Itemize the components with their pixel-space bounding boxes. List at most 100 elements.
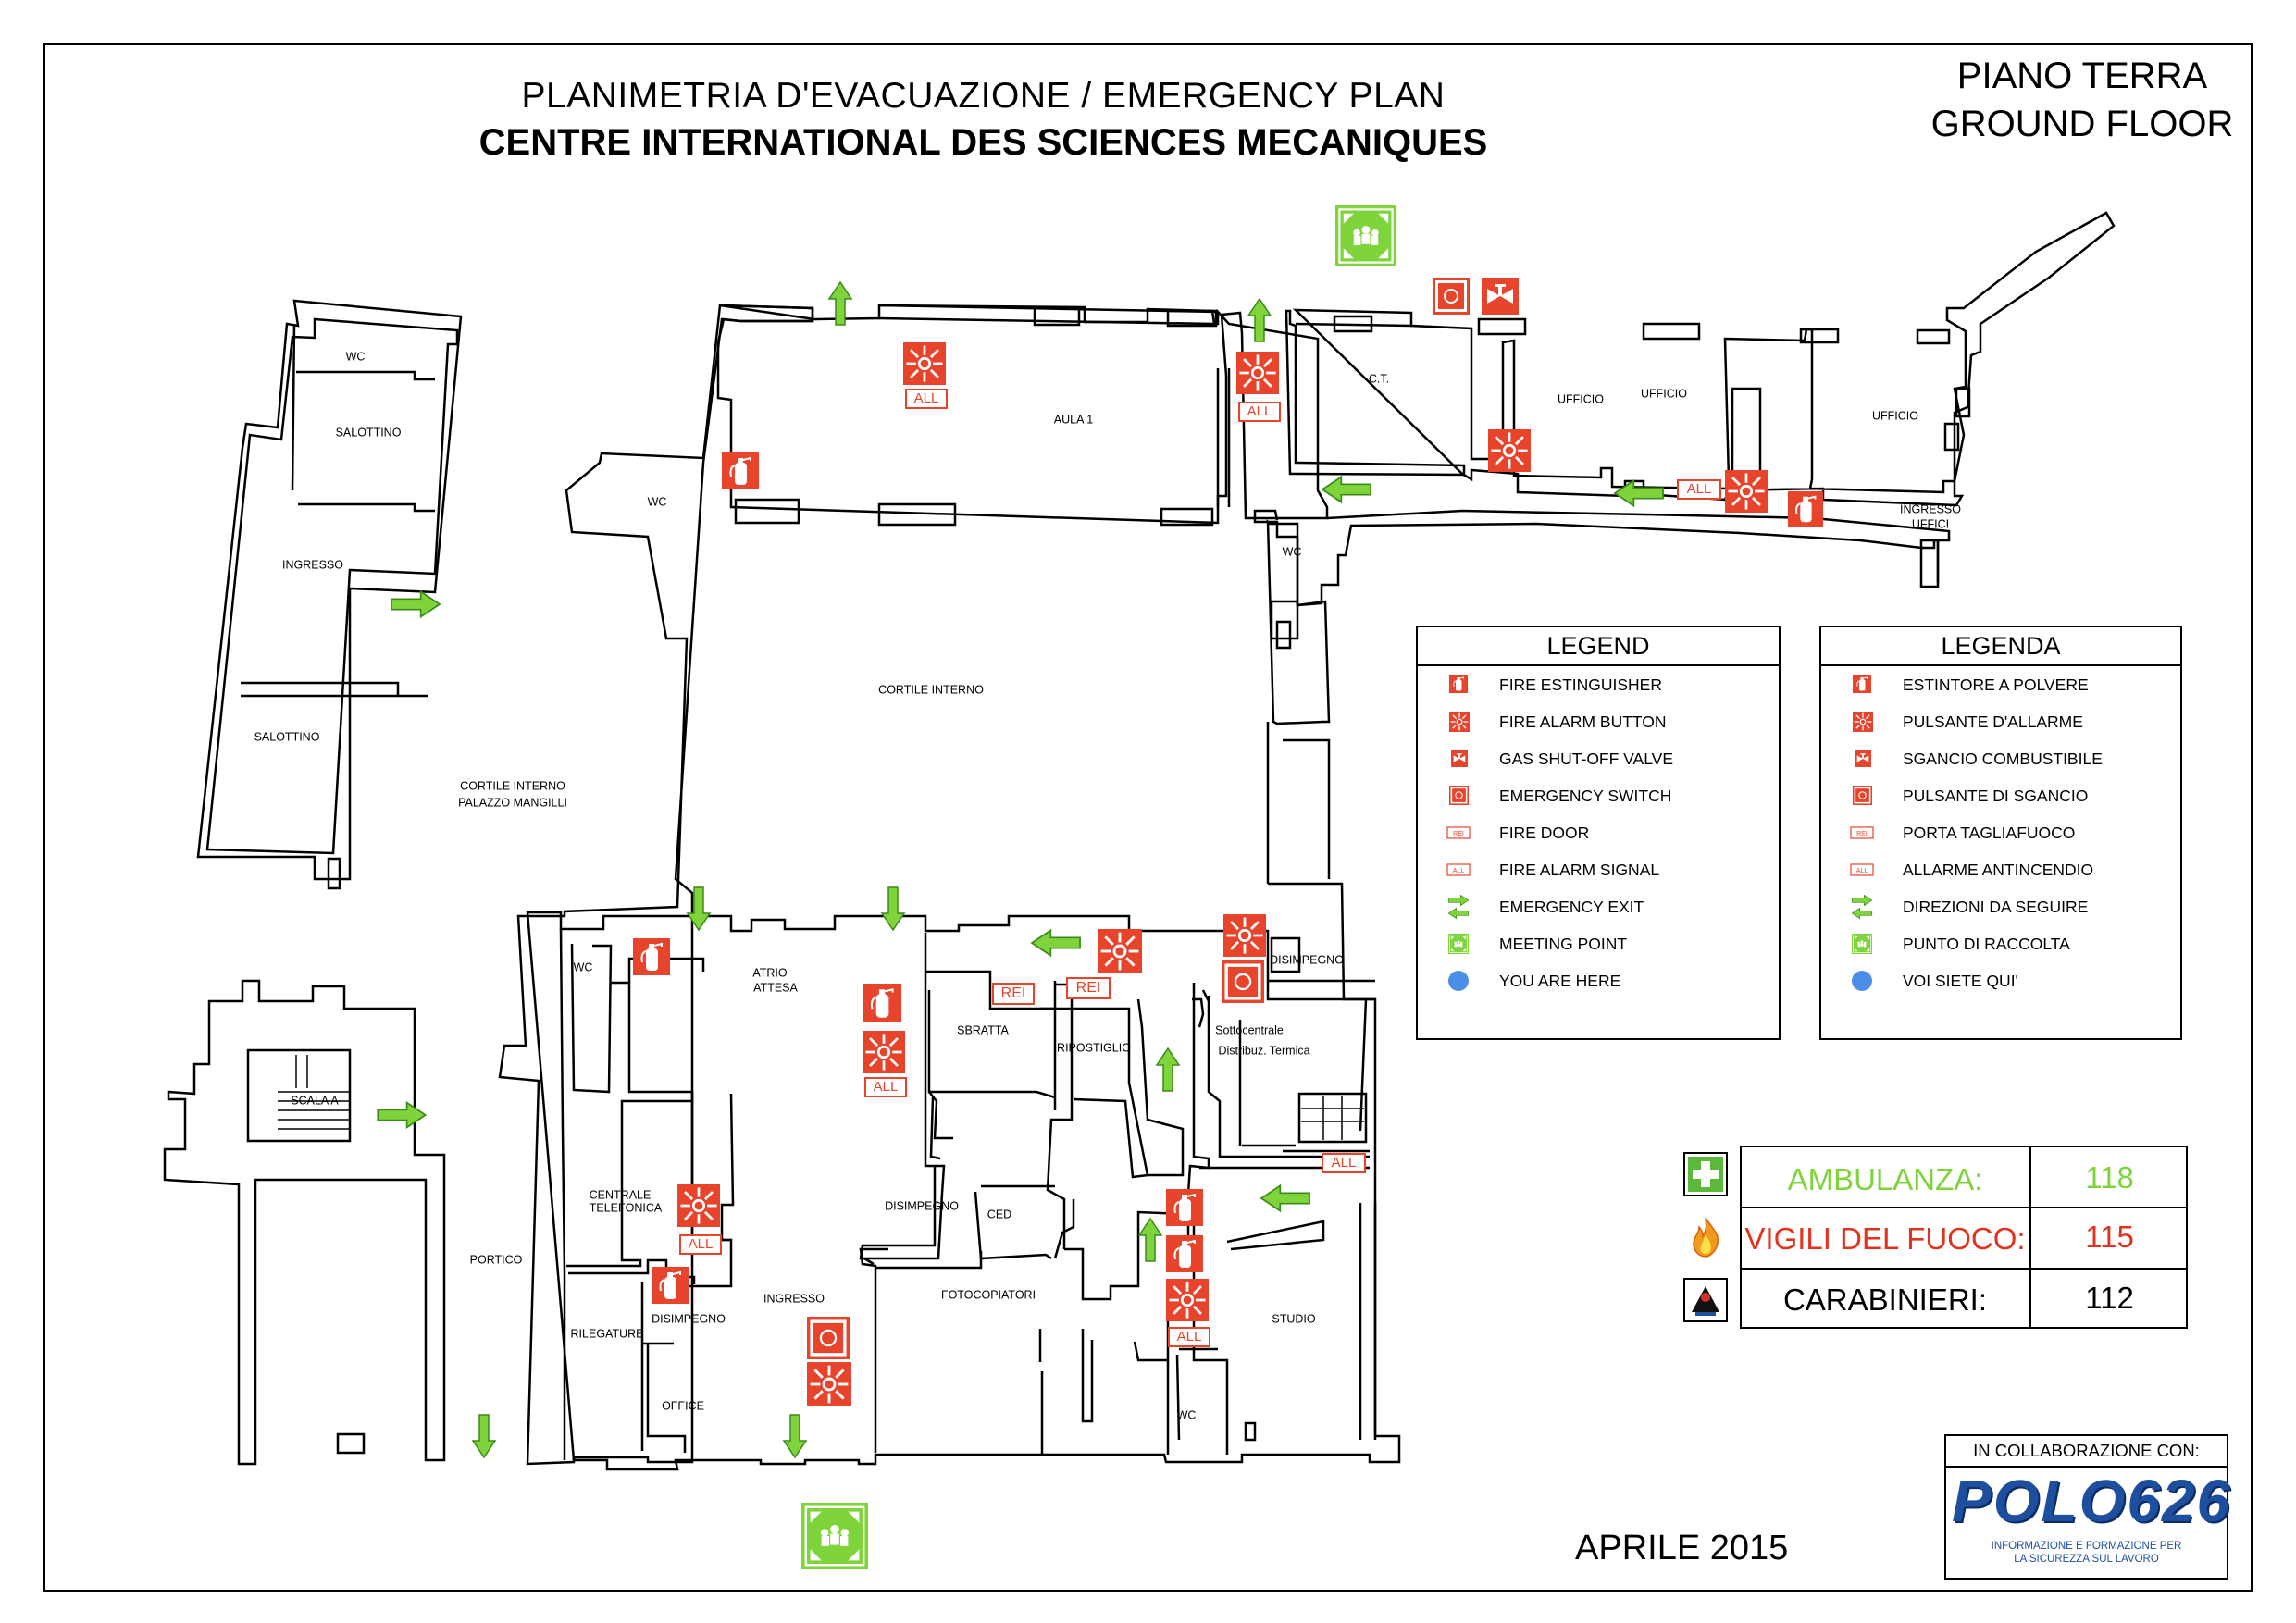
legend-label: PORTA TAGLIAFUOCO	[1903, 824, 2076, 842]
exit-arrow-down-icon	[472, 1414, 496, 1458]
emergency-switch-icon	[1222, 960, 1264, 1003]
room-centrale-2: TELEFONICA	[589, 1201, 663, 1215]
legend-row: FIRE ALARM BUTTON	[1418, 703, 1779, 740]
legend-label: ESTINTORE A POLVERE	[1903, 675, 2089, 694]
exit-arrow-up-icon	[828, 281, 852, 326]
ambulance-number: 118	[2085, 1160, 2134, 1195]
room-ct: C.T.	[1368, 372, 1390, 386]
you-are-here-icon	[1446, 968, 1471, 994]
fire-alarm-signal-label: ALL	[1168, 1327, 1210, 1347]
room-ufficio-3: UFFICIO	[1872, 409, 1918, 423]
room-portico: PORTICO	[469, 1253, 523, 1267]
sheet-border	[43, 43, 2253, 1592]
exit-arrow-right-icon	[377, 1101, 427, 1129]
alarm-button-icon	[807, 1362, 851, 1406]
extinguisher-icon	[1788, 490, 1823, 527]
legend-label: FIRE DOOR	[1499, 824, 1590, 842]
legend-label: PULSANTE D'ALLARME	[1903, 712, 2083, 731]
extinguisher-icon	[633, 937, 670, 976]
plan-title: PLANIMETRIA D'EVACUAZIONE / EMERGENCY PL…	[521, 76, 1446, 116]
extinguisher-icon	[722, 452, 759, 490]
room-ingresso-uffici-2: UFFICI	[1911, 517, 1950, 531]
alarm-button-icon	[1166, 1279, 1209, 1321]
flame-icon	[1693, 1217, 1719, 1258]
police-icon	[1683, 1278, 1728, 1322]
fire-alarm-signal-label: ALL	[864, 1077, 907, 1097]
room-ufficio-1: UFFICIO	[1558, 392, 1604, 406]
room-ripostiglio: RIPOSTIGLIO	[1057, 1041, 1131, 1055]
building-name: CENTRE INTERNATIONAL DES SCIENCES MECANI…	[478, 122, 1488, 163]
alarm-button-icon	[1488, 429, 1531, 472]
gas-valve-icon	[1446, 746, 1471, 772]
room-salottino-top: SALOTTINO	[335, 426, 402, 440]
extinguisher-icon	[652, 1266, 689, 1305]
floor-label-it: PIANO TERRA	[1956, 56, 2208, 96]
extinguisher-icon	[1166, 1188, 1203, 1227]
meeting-point-icon	[1446, 931, 1471, 957]
alarm-button-icon	[863, 1031, 905, 1073]
exit-arrow-left-icon	[1614, 479, 1664, 507]
floor-label-en: GROUND FLOOR	[1930, 104, 2234, 144]
exit-arrow-up-icon	[1247, 298, 1272, 342]
exit-arrow-down-icon	[881, 886, 905, 931]
fire-brigade-label: VIGILI DEL FUOCO:	[1744, 1221, 2026, 1256]
legend-row: MEETING POINT	[1418, 925, 1779, 962]
room-salottino-bottom: SALOTTINO	[254, 730, 320, 744]
fire-door-label: REI	[1066, 977, 1111, 999]
fire-door-label: REI	[992, 983, 1035, 1005]
legend-label: SGANCIO COMBUSTIBILE	[1903, 750, 2103, 768]
legend-en: LEGEND FIRE ESTINGUISHER FIRE ALARM BUTTO…	[1416, 626, 1781, 1040]
exit-arrows-icon	[1849, 894, 1875, 920]
legend-label: ALLARME ANTINCENDIO	[1903, 861, 2094, 879]
room-atrio-1: ATRIO	[752, 966, 788, 980]
room-centrale-1: CENTRALE	[589, 1188, 652, 1202]
extinguisher-icon	[863, 983, 901, 1023]
room-sottocentrale-2: Distribuz. Termica	[1218, 1044, 1310, 1058]
fire-door-icon: REI	[1849, 820, 1875, 846]
collaboration-box: IN COLLABORAZIONE CON: POLO626 INFORMAZI…	[1944, 1434, 2232, 1580]
legend-label: DIREZIONI DA SEGUIRE	[1903, 898, 2089, 916]
fire-alarm-signal-label: ALL	[905, 389, 948, 409]
legend-row: FIRE ESTINGUISHER	[1418, 666, 1779, 703]
legend-row: SGANCIO COMBUSTIBILE	[1821, 740, 2180, 777]
legend-row: PULSANTE DI SGANCIO	[1821, 777, 2180, 814]
alarm-button-icon	[1223, 914, 1266, 957]
svg-text:REI: REI	[1856, 831, 1868, 837]
legend-label: PUNTO DI RACCOLTA	[1903, 935, 2070, 953]
fire-alarm-signal-label: ALL	[1677, 479, 1721, 500]
emergency-numbers-table: AMBULANZA: 118 VIGILI DEL FUOCO: 115 CAR…	[1740, 1146, 2188, 1329]
wall-lower-building	[526, 911, 1401, 1471]
legend-label: FIRE ALARM BUTTON	[1499, 712, 1667, 731]
polo626-logo: POLO626	[1952, 1468, 2232, 1534]
carabinieri-label: CARABINIERI:	[1782, 1282, 1988, 1317]
ambulance-label: AMBULANZA:	[1787, 1162, 1983, 1196]
emergency-switch-icon	[1849, 783, 1875, 809]
room-ced: CED	[987, 1208, 1012, 1221]
room-wc-upper: WC	[647, 495, 667, 509]
logo-subtitle-1: INFORMAZIONE E FORMAZIONE PER	[1991, 1541, 2182, 1552]
legend-label: VOI SIETE QUI'	[1903, 972, 2018, 990]
legend-row: PUNTO DI RACCOLTA	[1821, 925, 2180, 962]
room-disimpegno-right: DISIMPEGNO	[1270, 953, 1344, 967]
room-sbratta: SBRATTA	[957, 1023, 1009, 1037]
extinguisher-icon	[1849, 672, 1875, 698]
alarm-button-icon	[903, 342, 946, 385]
exit-arrow-left-icon	[1031, 929, 1081, 957]
alarm-button-icon	[1098, 929, 1142, 973]
legend-row: REI PORTA TAGLIAFUOCO	[1821, 814, 2180, 851]
legend-en-title: LEGEND	[1418, 627, 1779, 666]
exit-arrow-right-icon	[391, 590, 441, 618]
room-scala-a: SCALA A	[291, 1094, 339, 1108]
svg-text:ALL: ALL	[1453, 868, 1465, 874]
emergency-switch-icon	[1446, 783, 1471, 809]
exit-arrow-left-icon	[1260, 1184, 1310, 1212]
exit-arrows-icon	[1446, 894, 1471, 920]
fire-door-icon: REI	[1446, 820, 1471, 846]
legend-row: YOU ARE HERE	[1418, 962, 1779, 999]
meeting-point-icon	[1849, 931, 1875, 957]
plan-date: APRILE 2015	[1575, 1529, 1789, 1567]
room-cortile-mangilli-2: PALAZZO MANGILLI	[458, 796, 567, 810]
legend-label: FIRE ESTINGUISHER	[1499, 675, 1662, 694]
legend-label: YOU ARE HERE	[1499, 972, 1621, 990]
